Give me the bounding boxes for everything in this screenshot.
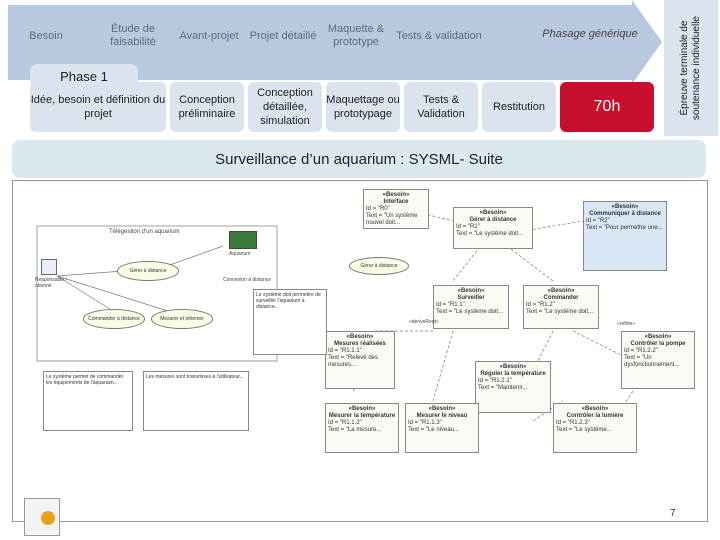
- page-number: 7: [670, 508, 676, 519]
- phase-avant-projet: Avant-projet: [179, 29, 239, 42]
- footer-logo: [24, 498, 60, 536]
- system-title: Télégestion d'un aquarium: [109, 229, 180, 235]
- epreuve-panel: [664, 0, 718, 136]
- req-temperature: «Besoin»Mesurer la température Id = "R1.…: [325, 403, 399, 453]
- user-icon: [41, 259, 57, 275]
- phase-projet-detaille: Projet détaillé: [249, 29, 317, 42]
- banner-arrow-tip: [632, 0, 662, 84]
- note-2: Le système permet de commander les équip…: [43, 371, 133, 431]
- step-conception-detaillee: Conception détaillée, simulation: [248, 82, 322, 132]
- derive-label: «deriveReqt»: [409, 319, 439, 325]
- req-mesures: «Besoin»Mesures réalisées Id = "R1.1.1"T…: [325, 331, 395, 389]
- req-niveau: «Besoin»Mesurer le niveau Id = "R1.1.3"T…: [405, 403, 479, 453]
- req-communiquer: «Besoin»Communiquer à distance Id = "R2"…: [583, 201, 667, 271]
- step-tests-validation: Tests & Validation: [404, 82, 478, 132]
- usecase-mesurer: Mesurer et informer: [151, 309, 213, 329]
- step-maquettage: Maquettage ou prototypage: [326, 82, 400, 132]
- step-besoin: Idée, besoin et définition du projet: [30, 82, 166, 132]
- epreuve-label: Épreuve terminale de soutenance individu…: [679, 16, 702, 120]
- req-pompe: «Besoin»Contrôler la pompe Id = "R1.2.2"…: [621, 331, 695, 389]
- usecase-connexion: Connexion à distance: [223, 277, 272, 283]
- req-commander: «Besoin»Commander Id = "R1.2"Text = "Le …: [523, 285, 599, 329]
- req-gerer-distance: «Besoin»Gérer à distance Id = "R1"Text =…: [453, 207, 533, 249]
- actor-aquarium: Aquarium: [229, 251, 251, 257]
- sysml-diagram: Télégestion d'un aquarium Aquarium Respo…: [12, 180, 708, 522]
- phasage-label: Phasage générique: [542, 28, 638, 40]
- aquarium-image: [229, 231, 257, 249]
- note-3: Les mesures sont transmises à l'utilisat…: [143, 371, 249, 431]
- phase-tests: Tests & validation: [396, 29, 482, 42]
- req-lumiere: «Besoin»Contrôler la lumière Id = "R1.2.…: [553, 403, 637, 453]
- phase-maquette: Maquette & prototype: [327, 23, 385, 48]
- usecase-commander: Commander à distance: [83, 309, 145, 329]
- req-interface: «Besoin»Interface Id = "R0"Text = "Un sy…: [363, 189, 429, 229]
- refine-label: «refine»: [617, 321, 636, 327]
- logo-mark-icon: [41, 511, 55, 525]
- page-title: Surveillance d’un aquarium : SYSML- Suit…: [12, 140, 706, 178]
- hours-badge: 70h: [560, 82, 654, 132]
- req-surveiller: «Besoin»Surveiller Id = "R1.1"Text = "Le…: [433, 285, 509, 329]
- req-reguler: «Besoin»Réguler la température Id = "R1.…: [475, 361, 551, 413]
- phase-besoin: Besoin: [29, 29, 63, 42]
- note-1: Le système doit permettre de surveiller …: [253, 289, 327, 355]
- actor-responsable: Responsable / abonné: [35, 277, 67, 289]
- step-conception-preliminaire: Conception préliminaire: [170, 82, 244, 132]
- phase-faisabilite: Étude de faisabilité: [110, 23, 156, 48]
- step-restitution: Restitution: [482, 82, 556, 132]
- usecase-gerer-2: Gérer à distance: [349, 257, 409, 275]
- usecase-gerer: Gérer à distance: [117, 261, 179, 281]
